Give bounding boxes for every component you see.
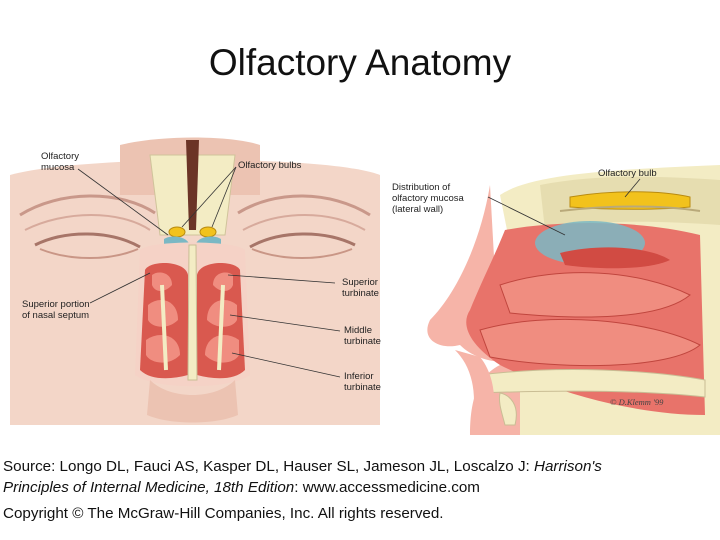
label-distribution-line2: olfactory mucosa: [392, 193, 465, 204]
label-superior-turbinate-line2: turbinate: [342, 288, 379, 299]
label-olfactory-mucosa-line1: Olfactory: [41, 151, 79, 162]
olfactory-anatomy-figure: Olfactory mucosa Olfactory bulbs Superio…: [0, 135, 720, 435]
label-distribution-line1: Distribution of: [392, 182, 450, 193]
label-middle-turbinate-line2: turbinate: [344, 336, 381, 347]
label-olfactory-bulbs: Olfactory bulbs: [238, 160, 302, 171]
label-distribution-line3: (lateral wall): [392, 204, 443, 215]
caption-website: : www.accessmedicine.com: [294, 479, 480, 496]
label-inferior-turbinate-line1: Inferior: [344, 371, 374, 382]
label-superior-septum-line1: Superior portion: [22, 299, 90, 310]
source-caption: Source: Longo DL, Fauci AS, Kasper DL, H…: [3, 456, 718, 498]
frontal-face-illustration: [10, 138, 380, 426]
caption-book-title-part2: Principles of Internal Medicine, 18th Ed…: [3, 479, 294, 496]
label-superior-turbinate-line1: Superior: [342, 277, 378, 288]
slide-title: Olfactory Anatomy: [0, 42, 720, 84]
caption-book-title-part1: Harrison's: [534, 458, 602, 475]
caption-line-2: Principles of Internal Medicine, 18th Ed…: [3, 477, 718, 498]
copyright-notice: Copyright © The McGraw-Hill Companies, I…: [3, 505, 444, 522]
label-olfactory-bulb: Olfactory bulb: [598, 168, 657, 179]
caption-line-1: Source: Longo DL, Fauci AS, Kasper DL, H…: [3, 456, 718, 477]
label-superior-septum-line2: of nasal septum: [22, 310, 89, 321]
label-middle-turbinate-line1: Middle: [344, 325, 372, 336]
caption-source-text: Source: Longo DL, Fauci AS, Kasper DL, H…: [3, 458, 534, 475]
label-inferior-turbinate-line2: turbinate: [344, 382, 381, 393]
illustrator-signature: © D.Klemm '99: [610, 397, 664, 407]
label-olfactory-mucosa-line2: mucosa: [41, 162, 75, 173]
